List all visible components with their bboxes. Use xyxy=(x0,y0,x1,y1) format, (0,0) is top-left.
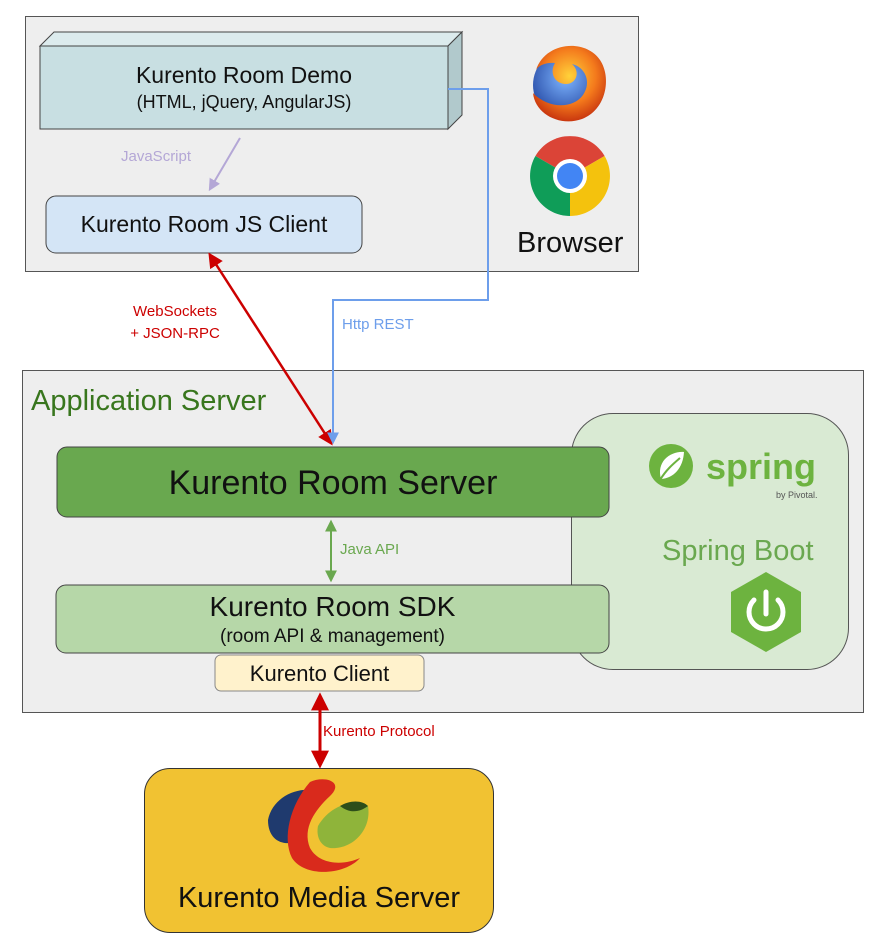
jsonrpc-label: + JSON-RPC xyxy=(130,325,220,342)
sdk-title: Kurento Room SDK xyxy=(209,591,456,622)
kurento-protocol-label: Kurento Protocol xyxy=(323,723,435,740)
sdk-box xyxy=(55,584,610,654)
kurento-logo-icon xyxy=(268,779,369,872)
java-api-label: Java API xyxy=(340,541,400,558)
spring-boot-label: Spring Boot xyxy=(662,535,814,567)
spring-leaf-logo-icon xyxy=(649,444,693,488)
http-rest-label: Http REST xyxy=(342,316,414,333)
javascript-arrow xyxy=(208,137,241,192)
browser-label: Browser xyxy=(517,227,624,259)
spring-logo-text: spring xyxy=(706,446,817,487)
firefox-logo-icon xyxy=(533,45,606,122)
js-client-label: Kurento Room JS Client xyxy=(80,211,328,237)
application-server-label: Application Server xyxy=(31,385,267,417)
chrome-logo-icon xyxy=(530,136,610,216)
spring-boot-power-logo-icon xyxy=(731,572,801,652)
demo-box-3d xyxy=(38,30,464,131)
sdk-subtitle: (room API & management) xyxy=(220,626,445,647)
websockets-label: WebSockets xyxy=(133,303,217,320)
kurento-client-box xyxy=(214,654,425,692)
kurento-client-label: Kurento Client xyxy=(249,661,390,686)
pivotal-text: by Pivotal. xyxy=(776,490,818,500)
js-client-box xyxy=(45,195,363,254)
media-server-label: Kurento Media Server xyxy=(177,882,461,914)
room-server-box xyxy=(56,446,610,518)
http-rest-arrow xyxy=(327,88,489,445)
javascript-label: JavaScript xyxy=(121,148,192,165)
demo-box-subtitle: (HTML, jQuery, AngularJS) xyxy=(136,92,352,112)
demo-box-title: Kurento Room Demo xyxy=(135,62,353,88)
room-server-label: Kurento Room Server xyxy=(168,464,498,502)
spring-area xyxy=(571,413,849,670)
websocket-arrow xyxy=(208,252,333,446)
